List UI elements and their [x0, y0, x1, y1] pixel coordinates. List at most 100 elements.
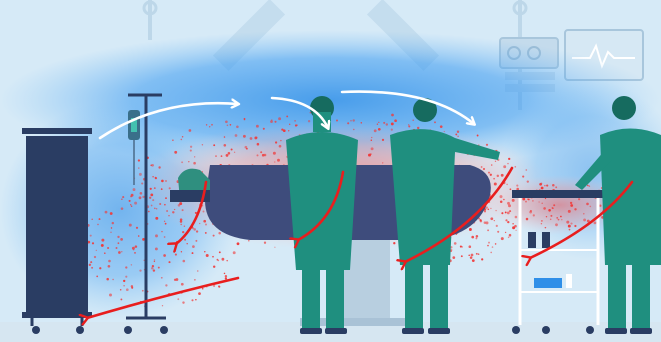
contamination-particle	[192, 245, 195, 248]
contamination-particle	[125, 276, 127, 278]
contamination-particle	[180, 220, 183, 223]
contamination-particle	[476, 253, 478, 255]
contamination-particle	[110, 232, 111, 233]
contamination-particle	[194, 156, 195, 157]
contamination-particle	[218, 285, 220, 287]
contamination-particle	[507, 212, 510, 215]
contamination-particle	[118, 251, 121, 254]
contamination-particle	[244, 118, 246, 120]
contamination-particle	[111, 227, 112, 228]
contamination-particle	[527, 180, 529, 182]
contamination-particle	[131, 205, 132, 206]
contamination-particle	[508, 204, 511, 207]
contamination-particle	[135, 245, 138, 248]
contamination-particle	[530, 210, 532, 212]
contamination-particle	[163, 254, 166, 257]
contamination-particle	[257, 154, 259, 156]
contamination-particle	[153, 269, 155, 271]
contamination-particle	[213, 235, 215, 237]
contamination-particle	[471, 236, 474, 239]
contamination-particle	[181, 283, 184, 286]
contamination-particle	[129, 224, 132, 227]
contamination-particle	[501, 237, 504, 240]
contamination-particle	[219, 251, 221, 253]
contamination-particle	[166, 210, 168, 212]
contamination-particle	[308, 120, 310, 122]
contamination-particle	[391, 114, 394, 117]
contamination-particle	[487, 229, 489, 231]
contamination-particle	[195, 240, 197, 242]
contamination-particle	[515, 216, 518, 219]
contamination-particle	[180, 224, 182, 226]
contamination-particle	[509, 234, 512, 237]
contamination-particle	[310, 112, 311, 113]
contamination-particle	[203, 220, 206, 223]
contamination-particle	[263, 128, 265, 130]
contamination-particle	[514, 166, 516, 168]
contamination-particle	[550, 219, 552, 221]
contamination-particle	[546, 185, 548, 187]
contamination-particle	[202, 144, 203, 145]
contamination-particle	[270, 120, 273, 123]
contamination-particle	[280, 140, 281, 141]
contamination-particle	[125, 266, 127, 268]
contamination-particle	[488, 172, 490, 174]
contamination-particle	[209, 126, 210, 127]
contamination-particle	[140, 192, 143, 195]
contamination-particle	[264, 154, 267, 157]
contamination-particle	[539, 183, 542, 186]
contamination-particle	[131, 264, 132, 265]
contamination-particle	[194, 279, 195, 280]
contamination-particle	[152, 199, 154, 201]
contamination-particle	[161, 277, 163, 279]
contamination-particle	[120, 298, 122, 300]
contamination-particle	[495, 243, 497, 245]
contamination-particle	[550, 215, 552, 217]
contamination-particle	[131, 287, 133, 289]
contamination-particle	[491, 164, 493, 166]
contamination-particle	[371, 140, 372, 141]
contamination-particle	[505, 211, 507, 213]
contamination-particle	[104, 252, 106, 254]
contamination-particle	[182, 231, 184, 233]
contamination-particle	[574, 208, 576, 210]
contamination-particle	[556, 217, 558, 219]
contamination-particle	[211, 124, 213, 126]
contamination-particle	[182, 301, 184, 303]
contamination-particle	[169, 187, 171, 189]
contamination-particle	[154, 259, 155, 260]
contamination-particle	[490, 217, 493, 220]
contamination-particle	[294, 120, 296, 122]
contamination-particle	[507, 163, 508, 164]
contamination-particle	[101, 244, 104, 247]
contamination-particle	[139, 196, 142, 199]
contamination-particle	[288, 130, 289, 131]
contamination-particle	[273, 152, 276, 155]
contamination-particle	[558, 219, 560, 221]
contamination-particle	[245, 146, 248, 149]
contamination-particle	[120, 238, 123, 241]
contamination-particle	[237, 242, 240, 245]
contamination-particle	[461, 255, 463, 257]
contamination-particle	[477, 135, 479, 137]
contamination-particle	[470, 256, 473, 259]
contamination-particle	[225, 120, 228, 123]
contamination-particle	[235, 134, 238, 137]
contamination-particle	[472, 259, 475, 262]
contamination-particle	[150, 194, 153, 197]
contamination-particle	[508, 237, 510, 239]
contamination-particle	[142, 238, 145, 241]
contamination-particle	[484, 211, 486, 213]
contamination-particle	[525, 169, 527, 171]
contamination-particle	[164, 236, 166, 238]
contamination-particle	[250, 137, 253, 140]
contamination-particle	[90, 261, 92, 263]
contamination-particle	[123, 285, 124, 286]
contamination-particle	[526, 218, 529, 221]
contamination-particle	[108, 265, 111, 268]
contamination-particle	[295, 124, 297, 126]
contamination-particle	[89, 264, 91, 266]
contamination-particle	[515, 230, 516, 231]
contamination-particle	[181, 161, 183, 163]
contamination-particle	[186, 243, 187, 244]
